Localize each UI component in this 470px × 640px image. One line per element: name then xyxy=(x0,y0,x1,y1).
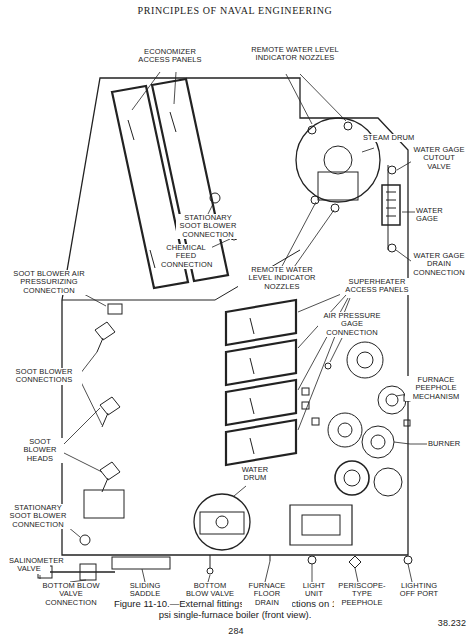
part-label: STATIONARY SOOT BLOWER CONNECTION xyxy=(4,504,72,529)
part-label: SOOT BLOWER CONNECTIONS xyxy=(6,368,82,385)
part-label: SOOT BLOWER AIR PRESSURIZING CONNECTION xyxy=(6,270,92,295)
part-label: REMOTE WATER LEVEL INDICATOR NOZZLES xyxy=(238,266,326,291)
page-header: PRINCIPLES OF NAVAL ENGINEERING xyxy=(0,5,470,16)
part-label: STEAM DRUM xyxy=(362,134,424,142)
page-number: 38.232 xyxy=(419,618,467,628)
part-label: WATER GAGE CUTOUT VALVE xyxy=(411,146,467,171)
part-label: BOTTOM BLOW VALVE xyxy=(183,582,237,599)
figure-caption: Figure 11-10.—External fittings and conn… xyxy=(110,598,360,621)
part-label: CHEMICAL FEED CONNECTION xyxy=(160,244,212,269)
part-label: SALINOMETER VALVE xyxy=(8,557,50,574)
page-number: 284 xyxy=(215,626,257,636)
part-label: WATER DRUM xyxy=(232,466,278,483)
part-label: BURNER xyxy=(427,440,467,448)
part-label: ECONOMIZER ACCESS PANELS xyxy=(133,48,207,65)
part-label: WATER GAGE DRAIN CONNECTION xyxy=(411,252,467,277)
part-label: SLIDING SADDLE xyxy=(122,582,168,599)
part-label: AIR PRESSURE GAGE CONNECTION xyxy=(318,312,386,337)
part-label: FURNACE FLOOR DRAIN xyxy=(242,582,292,607)
part-label: LIGHTING OFF PORT xyxy=(394,582,444,599)
part-label: FURNACE PEEPHOLE MECHANISM xyxy=(405,376,467,401)
part-label: BOTTOM BLOW VALVE CONNECTION xyxy=(40,582,102,607)
part-label: WATER GAGE xyxy=(415,207,467,224)
part-label: REMOTE WATER LEVEL INDICATOR NOZZLES xyxy=(250,46,340,63)
part-label: PERISCOPE-TYPE PEEPHOLE xyxy=(334,582,390,607)
part-label: SOOT BLOWER HEADS xyxy=(16,438,64,463)
part-label: LIGHT UNIT xyxy=(296,582,332,599)
part-label: STATIONARY SOOT BLOWER CONNECTION xyxy=(176,214,240,239)
part-label: SUPERHEATER ACCESS PANELS xyxy=(340,278,414,295)
